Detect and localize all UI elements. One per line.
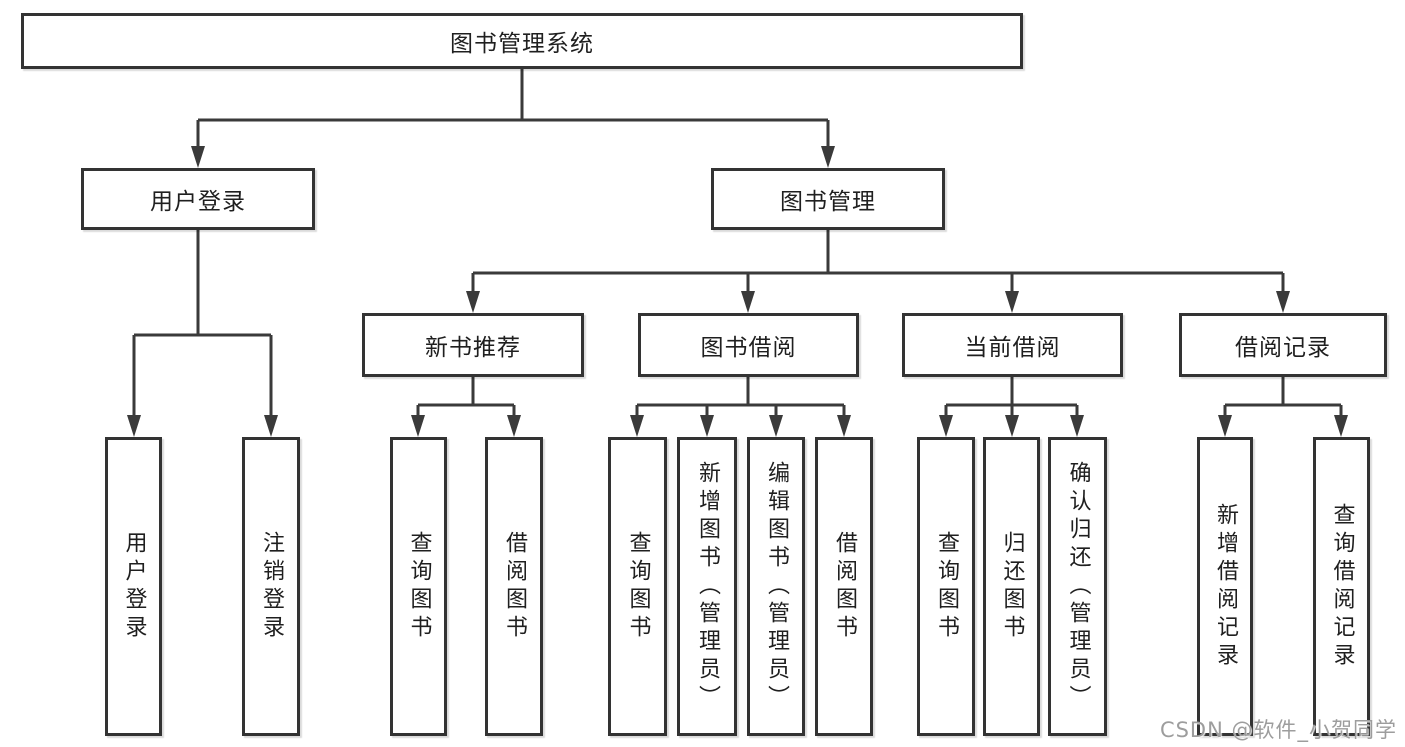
node-root-label: 图书管理系统	[450, 31, 594, 57]
node-book-borrow-label: 图书借阅	[700, 335, 797, 361]
node-book-management: 图书管理	[711, 168, 945, 230]
node-user-login: 用户登录	[81, 168, 315, 230]
node-book-management-label: 图书管理	[780, 189, 876, 215]
leaf-return-book-label: 归还图书	[999, 530, 1025, 643]
leaf-query-borrow-record-label: 查询借阅记录	[1329, 502, 1355, 671]
node-user-login-label: 用户登录	[150, 189, 246, 215]
node-book-borrow: 图书借阅	[638, 313, 859, 377]
leaf-logout-label: 注销登录	[259, 530, 284, 643]
node-new-book-recommend: 新书推荐	[362, 313, 584, 377]
leaf-return-book: 归还图书	[983, 437, 1040, 736]
node-current-borrow-label: 当前借阅	[964, 335, 1061, 361]
leaf-user-login-label: 用户登录	[121, 530, 147, 643]
leaf-add-book-admin-label: 新增图书（管理员）	[695, 460, 720, 713]
node-current-borrow: 当前借阅	[902, 313, 1123, 377]
leaf-add-borrow-record-label: 新增借阅记录	[1213, 502, 1238, 671]
leaf-query-books-recommend-label: 查询图书	[406, 530, 432, 643]
leaf-query-books-recommend: 查询图书	[390, 437, 447, 736]
leaf-query-books-current-label: 查询图书	[934, 530, 959, 643]
leaf-edit-book-admin: 编辑图书（管理员）	[747, 437, 805, 736]
leaf-edit-book-admin-label: 编辑图书（管理员）	[764, 460, 789, 713]
leaf-logout: 注销登录	[242, 437, 300, 736]
leaf-query-books-borrow-label: 查询图书	[625, 530, 651, 643]
leaf-borrow-books-recommend: 借阅图书	[485, 437, 543, 736]
leaf-query-borrow-record: 查询借阅记录	[1313, 437, 1370, 736]
leaf-query-books-current: 查询图书	[917, 437, 975, 736]
leaf-borrow-books-recommend-label: 借阅图书	[502, 530, 527, 643]
leaf-borrow-books-borrow-label: 借阅图书	[832, 530, 857, 643]
tree-connectors	[132, 69, 1343, 419]
node-new-book-recommend-label: 新书推荐	[425, 335, 521, 361]
leaf-confirm-return-admin-label: 确认归还（管理员）	[1065, 460, 1091, 713]
leaf-add-borrow-record: 新增借阅记录	[1197, 437, 1253, 736]
leaf-borrow-books-borrow: 借阅图书	[815, 437, 873, 736]
leaf-user-login: 用户登录	[105, 437, 162, 736]
node-root: 图书管理系统	[21, 13, 1023, 69]
node-borrow-records: 借阅记录	[1179, 313, 1387, 377]
leaf-confirm-return-admin: 确认归还（管理员）	[1048, 437, 1107, 736]
leaf-query-books-borrow: 查询图书	[608, 437, 667, 736]
leaf-add-book-admin: 新增图书（管理员）	[677, 437, 737, 736]
node-borrow-records-label: 借阅记录	[1235, 335, 1331, 361]
csdn-watermark: CSDN @软件_小贺同学	[1159, 718, 1397, 742]
